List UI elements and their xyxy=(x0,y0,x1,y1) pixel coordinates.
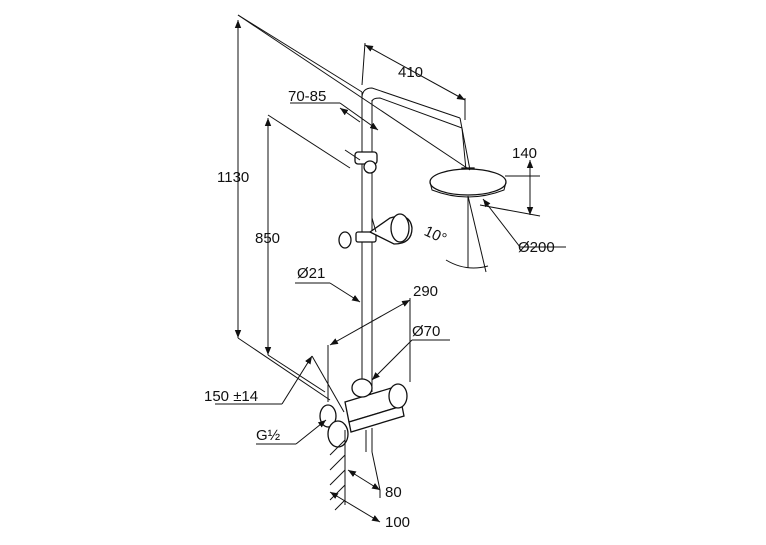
dim-head-diameter xyxy=(482,198,566,248)
dim-bracket-range xyxy=(290,102,379,131)
label-thread: G½ xyxy=(256,427,281,444)
label-tilt-angle: 10° xyxy=(421,223,449,248)
dim-mixer-width xyxy=(327,298,411,402)
label-head-height: 140 xyxy=(512,145,537,162)
dim-tilt-angle xyxy=(445,195,489,273)
dim-arm-length xyxy=(361,42,466,120)
overhead-shower-head xyxy=(429,167,507,198)
hand-shower xyxy=(338,213,413,249)
label-head-diameter: Ø200 xyxy=(518,239,555,256)
wall-bracket xyxy=(344,149,378,174)
dim-slide-height xyxy=(264,114,351,393)
dim-rail-diameter xyxy=(295,282,361,303)
label-bracket-range: 70-85 xyxy=(288,88,326,105)
label-slide-height: 850 xyxy=(255,230,280,247)
label-connection-spacing: 150 ±14 xyxy=(204,388,258,405)
label-total-height: 1130 xyxy=(217,169,249,186)
label-rail-diameter: Ø21 xyxy=(297,265,325,282)
label-wall-offset-total: 100 xyxy=(385,514,410,531)
dim-total-height xyxy=(234,14,471,401)
dim-thread xyxy=(256,419,327,445)
dim-connection-spacing xyxy=(215,355,345,413)
label-mixer-width: 290 xyxy=(413,283,438,300)
dim-wall-offsets xyxy=(329,451,381,523)
thermostatic-mixer xyxy=(319,378,408,452)
label-arm-length: 410 xyxy=(398,64,423,81)
label-escutcheon-diameter: Ø70 xyxy=(412,323,440,340)
label-wall-offset-mixer: 80 xyxy=(385,484,402,501)
dim-escutcheon-diameter xyxy=(371,339,450,381)
